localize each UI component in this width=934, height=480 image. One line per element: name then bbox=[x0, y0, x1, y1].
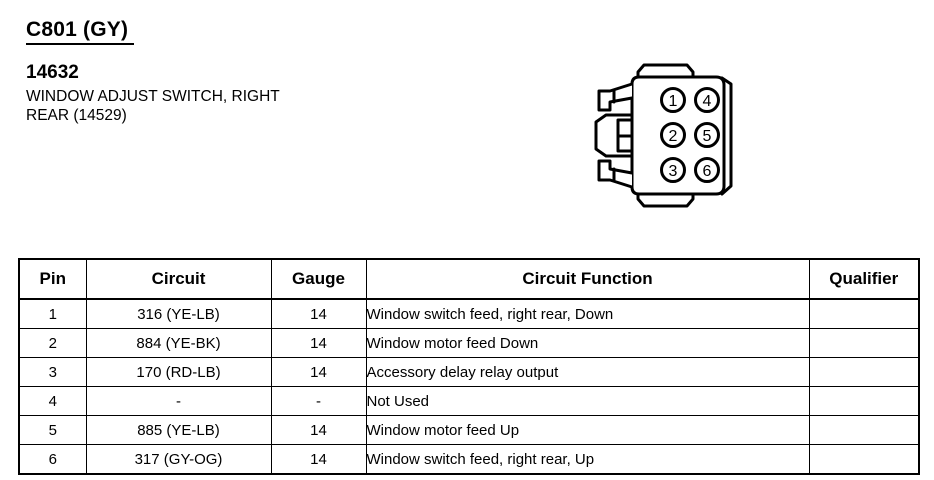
cell-pin: 4 bbox=[18, 386, 87, 416]
connector-pin-4: 4 bbox=[694, 87, 720, 113]
cell-circuit: 316 (YE-LB) bbox=[85, 298, 272, 329]
cell-qualifier bbox=[808, 386, 920, 416]
connector-illustration: 1 4 2 5 3 6 bbox=[594, 63, 733, 208]
connector-pin-5: 5 bbox=[694, 122, 720, 148]
connector-pin-1: 1 bbox=[660, 87, 686, 113]
part-description-line-2: REAR (14529) bbox=[26, 107, 127, 124]
cell-circuit: - bbox=[85, 386, 272, 416]
cell-gauge: - bbox=[270, 386, 367, 416]
cell-pin: 1 bbox=[18, 298, 87, 329]
column-header-function: Circuit Function bbox=[365, 258, 810, 300]
connector-title: C801 (GY) bbox=[26, 18, 135, 45]
connector-keyway-block bbox=[594, 113, 634, 158]
svg-text:1: 1 bbox=[669, 93, 678, 110]
cell-qualifier bbox=[808, 357, 920, 387]
cell-qualifier bbox=[808, 298, 920, 329]
part-description-line-1: WINDOW ADJUST SWITCH, RIGHT bbox=[26, 88, 280, 105]
table-row: 2 884 (YE-BK) 14 Window motor feed Down bbox=[18, 328, 920, 358]
pinout-table: Pin Circuit Gauge Circuit Function Quali… bbox=[18, 258, 920, 475]
table-row: 1 316 (YE-LB) 14 Window switch feed, rig… bbox=[18, 298, 920, 329]
cell-pin: 6 bbox=[18, 444, 87, 475]
cell-circuit: 170 (RD-LB) bbox=[85, 357, 272, 387]
connector-pin-2: 2 bbox=[660, 122, 686, 148]
document-header: C801 (GY) 14632 WINDOW ADJUST SWITCH, RI… bbox=[26, 18, 280, 125]
svg-text:3: 3 bbox=[669, 163, 678, 180]
connector-right-rail bbox=[720, 76, 733, 196]
svg-text:4: 4 bbox=[703, 93, 712, 110]
cell-gauge: 14 bbox=[270, 444, 367, 475]
svg-text:6: 6 bbox=[703, 163, 712, 180]
table-row: 5 885 (YE-LB) 14 Window motor feed Up bbox=[18, 415, 920, 445]
column-header-circuit: Circuit bbox=[85, 258, 272, 300]
part-number: 14632 bbox=[26, 62, 79, 83]
cell-function: Window switch feed, right rear, Up bbox=[365, 444, 810, 475]
connector-keyway-ribs bbox=[616, 118, 634, 153]
cell-function: Accessory delay relay output bbox=[365, 357, 810, 387]
connector-pin-3: 3 bbox=[660, 157, 686, 183]
part-description: WINDOW ADJUST SWITCH, RIGHT REAR (14529) bbox=[26, 87, 280, 125]
connector-diagram: 1 4 2 5 3 6 bbox=[592, 58, 772, 233]
cell-gauge: 14 bbox=[270, 298, 367, 329]
table-row: 3 170 (RD-LB) 14 Accessory delay relay o… bbox=[18, 357, 920, 387]
svg-text:2: 2 bbox=[669, 128, 678, 145]
cell-pin: 5 bbox=[18, 415, 87, 445]
cell-function: Not Used bbox=[365, 386, 810, 416]
cell-function: Window switch feed, right rear, Down bbox=[365, 298, 810, 329]
cell-circuit: 885 (YE-LB) bbox=[85, 415, 272, 445]
cell-function: Window motor feed Down bbox=[365, 328, 810, 358]
cell-circuit: 884 (YE-BK) bbox=[85, 328, 272, 358]
cell-qualifier bbox=[808, 328, 920, 358]
table-row: 6 317 (GY-OG) 14 Window switch feed, rig… bbox=[18, 444, 920, 475]
cell-qualifier bbox=[808, 444, 920, 475]
column-header-gauge: Gauge bbox=[270, 258, 367, 300]
column-header-qualifier: Qualifier bbox=[808, 258, 920, 300]
column-header-pin: Pin bbox=[18, 258, 87, 300]
connector-pin-group: 1 4 2 5 3 6 bbox=[660, 87, 720, 183]
cell-pin: 3 bbox=[18, 357, 87, 387]
cell-function: Window motor feed Up bbox=[365, 415, 810, 445]
cell-gauge: 14 bbox=[270, 415, 367, 445]
table-header-row: Pin Circuit Gauge Circuit Function Quali… bbox=[18, 258, 920, 300]
connector-pin-6: 6 bbox=[694, 157, 720, 183]
cell-qualifier bbox=[808, 415, 920, 445]
cell-circuit: 317 (GY-OG) bbox=[85, 444, 272, 475]
cell-gauge: 14 bbox=[270, 357, 367, 387]
cell-gauge: 14 bbox=[270, 328, 367, 358]
cell-pin: 2 bbox=[18, 328, 87, 358]
svg-text:5: 5 bbox=[703, 128, 712, 145]
table-row: 4 - - Not Used bbox=[18, 386, 920, 416]
